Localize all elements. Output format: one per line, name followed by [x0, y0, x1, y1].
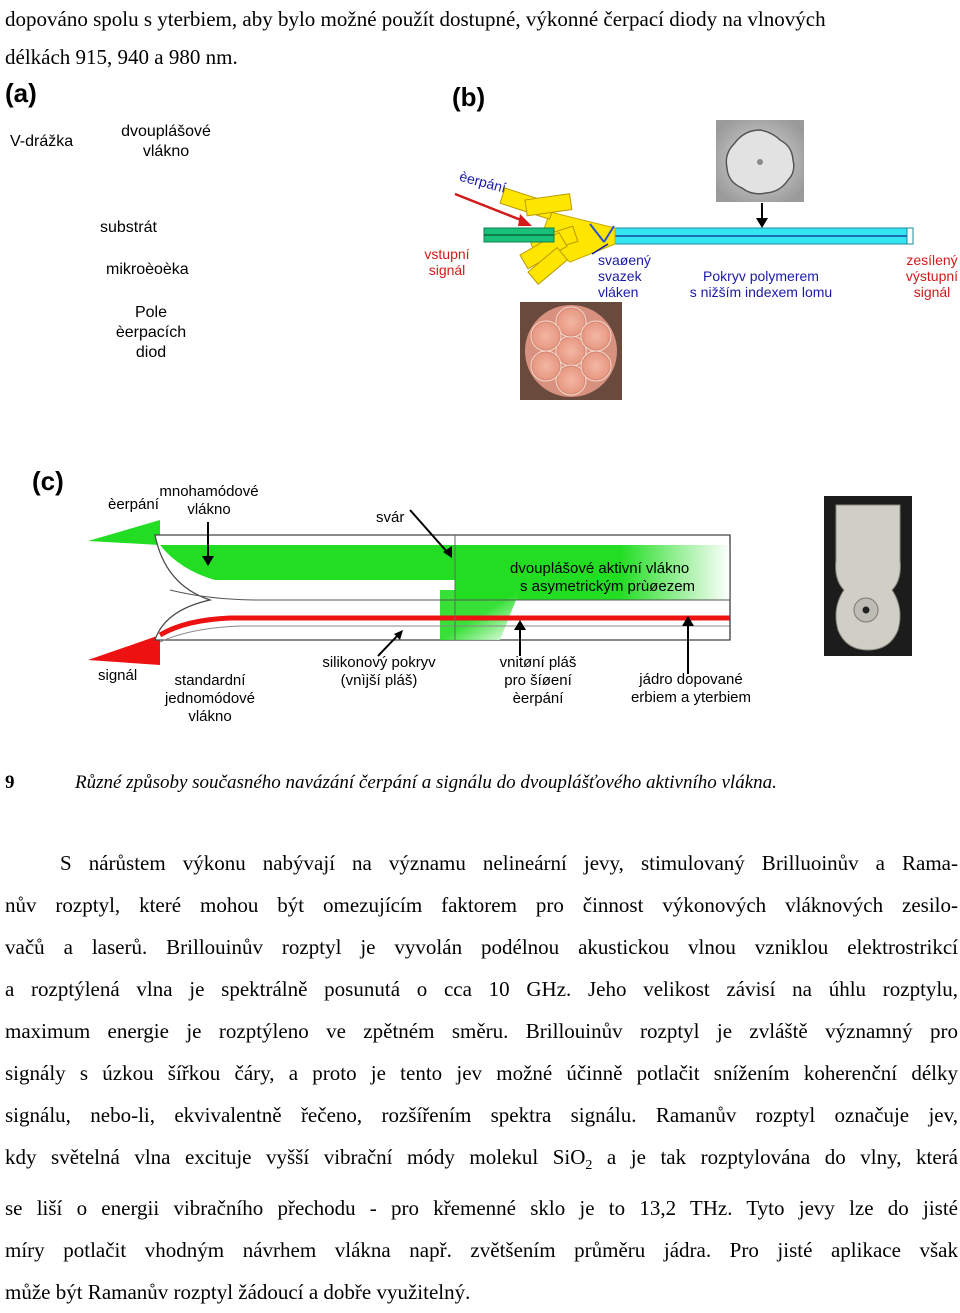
label-standardni-line1: standardní [174, 672, 246, 689]
label-zesileny-line3: signál [913, 284, 951, 300]
para-line-5: maximum energie je rozptýleno ve zpětném… [5, 1019, 958, 1043]
label-pokryv-line1: Pokryv polymerem [703, 268, 819, 284]
label-silikon-line2: (vnìjší pláš) [340, 672, 418, 689]
sio2-subscript: 2 [585, 1158, 593, 1174]
para-line-9: se liší o energii vibračního přechodu - … [5, 1196, 958, 1221]
label-pole-line1: Pole [134, 304, 168, 321]
fiber-bundle-photo [520, 302, 622, 400]
para-line-1: S nárůstem výkonu nabývají na významu ne… [60, 851, 958, 875]
figure-graphics [88, 120, 914, 674]
label-silikon-line1: silikonový pokryv [322, 654, 436, 671]
label-vnitrni-line3: èerpání [512, 690, 564, 707]
para-line-8-main: kdy světelná vlna excituje vyšší vibračn… [5, 1145, 586, 1169]
label-svazek-line1: svaøený [598, 252, 651, 268]
para-line-3: vačů a laserů. Brillouinův rozptyl je vy… [5, 935, 958, 959]
label-signal-c: signál [98, 667, 138, 684]
body-paragraph: S nárůstem výkonu nabývají na významu ne… [5, 842, 958, 1313]
label-aktivni-vlakno: dvouplášové aktivní vlákno s asymetrický… [510, 560, 695, 596]
figure-caption: 9 Různé způsoby současného navázání čerpá… [5, 772, 777, 794]
label-vnitrni-line2: pro šíøení [504, 672, 572, 689]
para-line-8: kdy světelná vlna excituje vyšší vibračn… [5, 1136, 958, 1187]
label-mikrococka: mikroèoèka [106, 261, 189, 278]
label-pokryv-line2: s nižším indexem lomu [689, 284, 833, 300]
label-zesileny-signal: zesílený výstupní signál [904, 252, 960, 300]
label-vnitrni-plast: vnitøní pláš pro šíøení èerpání [488, 654, 588, 708]
label-mnohamodove-line1: mnohamódové [159, 483, 259, 500]
label-substrat: substrát [100, 219, 157, 236]
label-dvouplast-line1: dvouplášové [121, 123, 211, 140]
label-mnohamodove: mnohamódové vlákno [155, 483, 263, 519]
label-dvouplast-fiber: dvouplášové vlákno [108, 122, 224, 162]
caption-number: 9 [5, 772, 15, 793]
label-pole-line2: èerpacích [115, 324, 187, 341]
label-aktivni-line1: dvouplášové aktivní vlákno [510, 560, 690, 577]
label-svazek: svaøený svazek vláken [598, 252, 651, 300]
label-standardni: standardní jednomódové vlákno [160, 672, 260, 726]
label-vstupni-line1: vstupní [424, 246, 470, 262]
panel-b-letter: (b) [452, 82, 486, 112]
label-jadro-line2: erbiem a yterbiem [630, 689, 752, 706]
para-line-6: signály s úzkou šířkou čáry, a proto je … [5, 1061, 958, 1085]
para-line-8-tail: a je tak rozptylována do vlny, která [592, 1145, 958, 1169]
intro-text: dopováno spolu s yterbiem, aby bylo možn… [5, 0, 957, 76]
label-dvouplast-line2: vlákno [142, 143, 190, 160]
label-pole-line3: diod [135, 344, 167, 361]
label-svar: svár [376, 509, 405, 526]
label-jadro: jádro dopované erbiem a yterbiem [624, 671, 758, 707]
pump-cone [88, 520, 160, 545]
label-zesileny-line2: výstupní [905, 268, 959, 284]
asymmetric-fiber-photo [824, 496, 912, 656]
intro-line-1: dopováno spolu s yterbiem, aby bylo možn… [5, 7, 826, 31]
label-cerpani-c: èerpání [108, 496, 159, 513]
label-zesileny-line1: zesílený [906, 252, 958, 268]
intro-line-2: délkách 915, 940 a 980 nm. [5, 45, 238, 69]
caption-text: Různé způsoby současného navázání čerpán… [75, 772, 777, 793]
para-line-10: míry potlačit vhodným návrhem vlákna nap… [5, 1238, 958, 1263]
label-vstupni-signal: vstupní signál [422, 246, 472, 278]
para-line-7: signálu, nebo-li, ekvivalentně řečeno, r… [5, 1103, 958, 1127]
para-line-11: může být Ramanův rozptyl žádoucí a dobře… [5, 1280, 471, 1305]
label-vstupni-line2: signál [428, 262, 466, 278]
label-jadro-line1: jádro dopované [639, 671, 743, 688]
label-standardni-line2: jednomódové [164, 690, 256, 707]
label-svazek-line2: svazek [598, 268, 642, 284]
label-mnohamodove-line2: vlákno [187, 501, 231, 518]
label-svazek-line3: vláken [598, 284, 639, 300]
label-pole-diod: Pole èerpacích diod [106, 303, 196, 363]
label-pokryv: Pokryv polymerem s nižším indexem lomu [688, 268, 834, 300]
label-aktivni-line2: s asymetrickým prùøezem [520, 578, 696, 595]
label-silikon: silikonový pokryv (vnìjší pláš) [318, 654, 440, 690]
label-v-drazka: V-drážka [10, 133, 74, 150]
para-line-2: nův rozptyl, které mohou být omezujícím … [5, 893, 958, 917]
para-line-4: a rozptýlená vlna je spektrálně posunutá… [5, 977, 958, 1001]
signal-cone [88, 635, 160, 665]
label-vnitrni-line1: vnitøní pláš [499, 654, 577, 671]
label-standardni-line3: vlákno [188, 708, 232, 725]
pump-fibers [499, 187, 579, 285]
fiber-cross-section-photo [716, 120, 804, 202]
panel-a-letter: (a) [5, 78, 37, 108]
panel-c-letter: (c) [32, 466, 64, 496]
